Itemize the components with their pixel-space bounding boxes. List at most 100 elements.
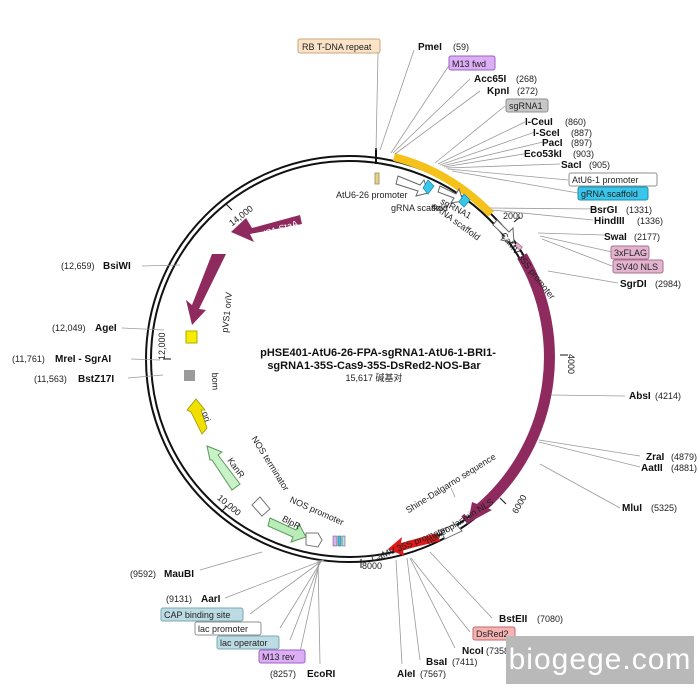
site-alei: AleI (7567) — [397, 669, 446, 680]
box-m13-fwd-label: M13 fwd — [452, 59, 486, 69]
boxed-feature-m13-rev: M13 rev — [258, 649, 306, 664]
site-pmei-name: PmeI — [418, 42, 442, 53]
site-i-ceui-pos: (860) — [565, 117, 586, 127]
site-absi-name: AbsI — [629, 391, 651, 402]
site-bsiwi: (12,659) BsiWI — [61, 261, 131, 272]
lac-feature-3 — [341, 535, 346, 547]
site-swai-name: SwaI — [604, 232, 627, 243]
blpr-arrow — [267, 517, 307, 543]
site-acc65i-pos: (268) — [516, 74, 537, 84]
nos-terminator-box — [251, 496, 271, 517]
box-sv40-nls-label: SV40 NLS — [616, 262, 658, 272]
site-zrai-pos: (4879) — [671, 452, 697, 462]
nos-promoter-arrow — [305, 532, 323, 548]
site-maubi-name: MauBI — [164, 569, 194, 580]
site-saci: SacI (905) — [561, 160, 610, 171]
tick-label-4000: 4000 — [566, 354, 576, 374]
plasmid-size: 15,617 碱基对 — [345, 372, 402, 383]
site-sgrdi-pos: (2984) — [655, 279, 681, 289]
site-mrei-sgrai-name: MreI - SgrAI — [55, 354, 111, 365]
boxed-feature-sv40-nls: SV40 NLS — [612, 259, 664, 274]
site-ecori-name: EcoRI — [307, 669, 336, 680]
site-i-scei-name: I-SceI — [533, 128, 560, 139]
site-bsiwi-name: BsiWI — [103, 261, 131, 272]
site-ncoi-pos: (7358) — [486, 646, 512, 656]
plasmid-title-line1: pHSE401-AtU6-26-FPA-sgRNA1-AtU6-1-BRI1- — [260, 347, 496, 359]
site-aari-pos: (9131) — [166, 594, 192, 604]
tdna-highlight-arc — [393, 153, 494, 217]
site-mlui-pos: (5325) — [651, 503, 677, 513]
boxed-feature-rb-tdna: RB T-DNA repeat — [297, 38, 381, 54]
box-grna-scaffold — [577, 186, 649, 201]
site-paci-name: PacI — [542, 138, 563, 149]
boxed-feature-lac-promoter: lac promoter — [194, 621, 262, 636]
grna-scaffold-left-box — [422, 179, 435, 195]
site-hindiii-pos: (1336) — [637, 216, 663, 226]
box-sv40-nls — [612, 259, 664, 274]
box-lac-operator-label: lac operator — [220, 638, 268, 648]
box-atu6-1-promoter-label: AtU6-1 promoter — [572, 175, 639, 185]
site-ncoi: NcoI (7358) — [462, 646, 512, 657]
tick-label-6000: 6000 — [510, 493, 529, 515]
box-rb-tdna — [297, 38, 381, 54]
site-sgrdi: SgrDI (2984) — [620, 279, 681, 290]
box-cap-binding-site-label: CAP binding site — [164, 610, 230, 620]
tick-label-12000: 12,000 — [157, 332, 167, 360]
site-i-scei: I-SceI (887) — [533, 128, 592, 139]
site-bsteii-pos: (7080) — [537, 614, 563, 624]
site-ecori: (8257) EcoRI — [270, 669, 336, 680]
site-agei-name: AgeI — [95, 323, 117, 334]
ori-arrow — [186, 398, 208, 435]
site-i-ceui: I-CeuI (860) — [525, 117, 586, 128]
site-bsrgi-name: BsrGI — [590, 205, 617, 216]
site-kpni-pos: (272) — [517, 86, 538, 96]
lac-feature-1 — [332, 535, 338, 547]
watermark: biogege.com — [506, 636, 694, 684]
site-pmei: PmeI (59) — [418, 42, 469, 53]
atu6-1-promoter-arrow — [437, 185, 464, 204]
site-aatii-pos: (4881) — [671, 463, 697, 473]
site-aatii: AatII (4881) — [641, 463, 697, 474]
atu6-26-promoter-arrow — [395, 175, 429, 197]
box-sgrna1 — [505, 98, 549, 113]
site-paci-pos: (897) — [571, 138, 592, 148]
site-pmei-pos: (59) — [453, 42, 469, 52]
site-mrei-sgrai-pos: (11,761) — [12, 354, 45, 364]
site-eco53ki: Eco53kI (903) — [524, 149, 594, 160]
site-aatii-name: AatII — [641, 463, 663, 474]
label-atu6-26-promoter: AtU6-26 promoter — [336, 190, 408, 200]
boxed-feature-atu6-1-promoter: AtU6-1 promoter — [568, 172, 658, 187]
box-lac-promoter-label: lac promoter — [198, 624, 248, 634]
site-bsai-name: BsaI — [426, 657, 447, 668]
site-i-ceui-name: I-CeuI — [525, 117, 553, 128]
pvs1-oriv-box — [185, 330, 198, 344]
site-zrai-name: ZraI — [646, 452, 665, 463]
site-ncoi-name: NcoI — [462, 646, 484, 657]
site-mlui: MluI (5325) — [622, 503, 677, 514]
site-hindiii-name: HindIII — [594, 216, 625, 227]
bom-box — [184, 370, 195, 381]
site-bsai-pos: (7411) — [452, 657, 477, 667]
rb-tdna-box — [374, 172, 380, 185]
tick-label-8000: 8000 — [362, 561, 382, 571]
plasmid-title-line2: sgRNA1-35S-Cas9-35S-DsRed2-NOS-Bar — [267, 360, 481, 372]
boxed-feature-dsred2: DsRed2 — [472, 626, 516, 641]
label-cas9: Cas9 — [511, 396, 527, 419]
site-mlui-name: MluI — [622, 503, 642, 514]
site-swai-pos: (2177) — [634, 232, 660, 242]
site-bsiwi-pos: (12,659) — [61, 261, 95, 271]
box-dsred2-label: DsRed2 — [476, 629, 509, 639]
label-bom: bom — [210, 372, 221, 390]
site-eco53ki-name: Eco53kI — [524, 149, 562, 160]
site-maubi: (9592) MauBI — [130, 569, 194, 580]
box-m13-rev — [258, 649, 306, 664]
box-grna-scaffold-label: gRNA scaffold — [581, 189, 638, 199]
site-bsai: BsaI (7411) — [426, 657, 477, 668]
site-bstz17i: (11,563) BstZ17I — [34, 374, 114, 385]
tick-label-2000: 2000 — [503, 211, 523, 221]
box-sgrna1-label: sgRNA1 — [509, 101, 543, 111]
site-aari-name: AarI — [201, 594, 221, 605]
site-saci-pos: (905) — [589, 160, 610, 170]
camv35s-top-arrow — [492, 219, 515, 244]
site-acc65i-name: Acc65I — [474, 74, 506, 85]
